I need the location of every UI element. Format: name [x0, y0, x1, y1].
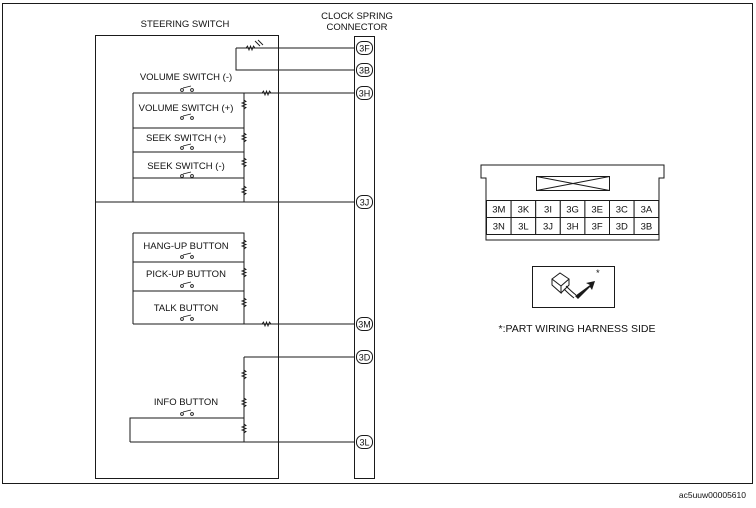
pin-3h: 3H — [356, 86, 373, 100]
connector-cell-label: 3C — [616, 205, 628, 216]
pin-3f: 3F — [356, 41, 373, 55]
clock-spring-title-line1: CLOCK SPRING — [321, 11, 393, 22]
resistor-pickup — [240, 267, 248, 278]
connector-cell-label: 3N — [493, 222, 505, 233]
switch-pick-up — [180, 281, 194, 288]
hangup-group — [132, 232, 355, 325]
wire-3f — [235, 47, 355, 71]
resistor-hangup — [240, 239, 248, 250]
resistor-seek-plus — [240, 132, 248, 143]
clock-spring-bar — [354, 36, 375, 479]
resistor-info-top — [240, 369, 248, 380]
connector-cell-label: 3D — [616, 222, 628, 233]
label-pick-up: PICK-UP BUTTON — [146, 269, 226, 280]
svg-text:3B: 3B — [359, 66, 370, 76]
switch-seek-plus — [180, 143, 194, 150]
switch-info — [180, 409, 194, 416]
connector-cell-label: 3B — [641, 222, 653, 233]
label-seek-plus: SEEK SWITCH (+) — [146, 133, 226, 144]
connector-cell-label: 3A — [641, 205, 653, 216]
pin-3l: 3L — [356, 435, 373, 449]
clock-spring-title-line2: CONNECTOR — [326, 22, 387, 33]
connector-cell-label: 3I — [544, 205, 552, 216]
resistor-3m — [261, 320, 272, 328]
steering-switch-title: STEERING SWITCH — [141, 19, 230, 30]
rung-upper — [133, 127, 244, 179]
label-hang-up: HANG-UP BUTTON — [143, 241, 228, 252]
switch-volume-plus — [180, 113, 194, 120]
svg-text:3F: 3F — [359, 44, 370, 54]
connector-cell-label: 3H — [567, 222, 579, 233]
resistor-3f — [245, 44, 256, 52]
resistor-3h — [261, 89, 272, 97]
harness-note: *:PART WIRING HARNESS SIDE — [499, 323, 656, 335]
figure-id: ac5uuw00005610 — [679, 490, 746, 500]
resistor-info-mid — [240, 397, 248, 408]
resistor-vol-plus — [240, 99, 248, 110]
pin-3m: 3M — [356, 317, 373, 331]
connector-cell-label: 3K — [518, 205, 530, 216]
steering-switch-box — [95, 35, 279, 479]
switch-talk — [180, 314, 194, 321]
switch-volume-minus — [180, 85, 194, 92]
connector-cell-label: 3G — [566, 205, 579, 216]
connector-cell-label: 3M — [492, 205, 505, 216]
svg-text:3L: 3L — [359, 438, 369, 448]
connector-cell-label: 3E — [591, 205, 603, 216]
wire-3l — [129, 417, 355, 443]
harness-view-box — [532, 266, 615, 308]
pin-3b: 3B — [356, 63, 373, 77]
svg-text:3M: 3M — [358, 320, 371, 330]
switch-hang-up — [180, 252, 194, 259]
connector-cell-label: 3J — [543, 222, 553, 233]
pin-3d: 3D — [356, 350, 373, 364]
label-volume-minus: VOLUME SWITCH (-) — [140, 72, 232, 83]
label-volume-plus: VOLUME SWITCH (+) — [139, 103, 234, 114]
harness-connector-icon — [551, 272, 577, 299]
switch-seek-minus — [180, 171, 194, 178]
resistor-info-bottom — [240, 423, 248, 434]
resistor-talk — [240, 297, 248, 308]
connector-cell-label: 3F — [592, 222, 603, 233]
resistor-bottom-upper — [240, 185, 248, 196]
resistor-seek-minus — [240, 157, 248, 168]
arrow-icon — [575, 281, 595, 299]
harness-asterisk: * — [596, 268, 600, 279]
label-info: INFO BUTTON — [154, 397, 218, 408]
connector-cell-label: 3L — [518, 222, 529, 233]
connector-cell — [633, 217, 660, 235]
svg-text:3H: 3H — [359, 89, 371, 99]
svg-text:3J: 3J — [360, 198, 370, 208]
svg-text:3D: 3D — [359, 353, 371, 363]
clock-spring-symbol — [254, 39, 264, 47]
pin-3j: 3J — [356, 195, 373, 209]
connector-grid: 3M 3K 3I 3G 3E 3C 3A 3N 3L 3J 3H 3F 3D 3B — [486, 200, 660, 235]
outer-frame — [2, 3, 753, 484]
wire-3d — [243, 356, 355, 442]
label-talk: TALK BUTTON — [154, 303, 219, 314]
label-seek-minus: SEEK SWITCH (-) — [147, 161, 225, 172]
